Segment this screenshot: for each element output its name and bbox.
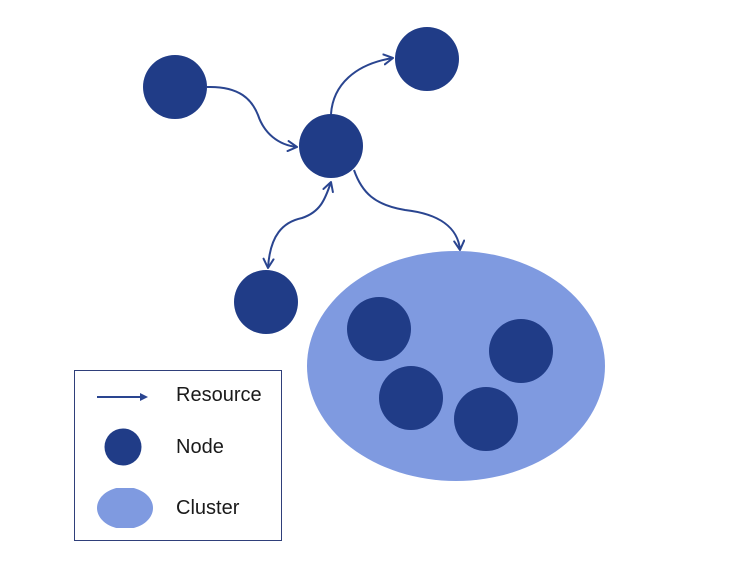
cluster-ellipse-icon <box>97 488 153 528</box>
edge-hub-to-top-right <box>330 53 394 115</box>
arrow-icon <box>97 393 148 401</box>
edge-hub-to-lower-left-bidirectional <box>262 181 334 269</box>
cluster-member-node <box>454 387 518 451</box>
legend-label: Resource <box>176 384 262 406</box>
legend: Resource Node Cluster <box>74 370 282 541</box>
legend-label: Cluster <box>176 497 240 519</box>
cluster <box>307 251 605 481</box>
legend-label: Node <box>176 436 224 458</box>
cluster-member-node <box>379 366 443 430</box>
edge-hub-to-cluster <box>353 169 466 251</box>
node-top-right <box>395 27 459 91</box>
legend-item-node: Node <box>75 427 281 467</box>
node-circle-icon <box>104 428 142 466</box>
edges <box>206 53 466 269</box>
cluster-member-node <box>347 297 411 361</box>
cluster-member-node <box>489 319 553 383</box>
node-lower-left <box>234 270 298 334</box>
legend-item-resource: Resource <box>75 375 281 415</box>
edge-top-left-to-hub <box>206 85 298 153</box>
legend-item-cluster: Cluster <box>75 488 281 528</box>
node-top-left <box>143 55 207 119</box>
cluster-ellipse <box>307 251 605 481</box>
node-hub <box>299 114 363 178</box>
nodes <box>143 27 459 334</box>
